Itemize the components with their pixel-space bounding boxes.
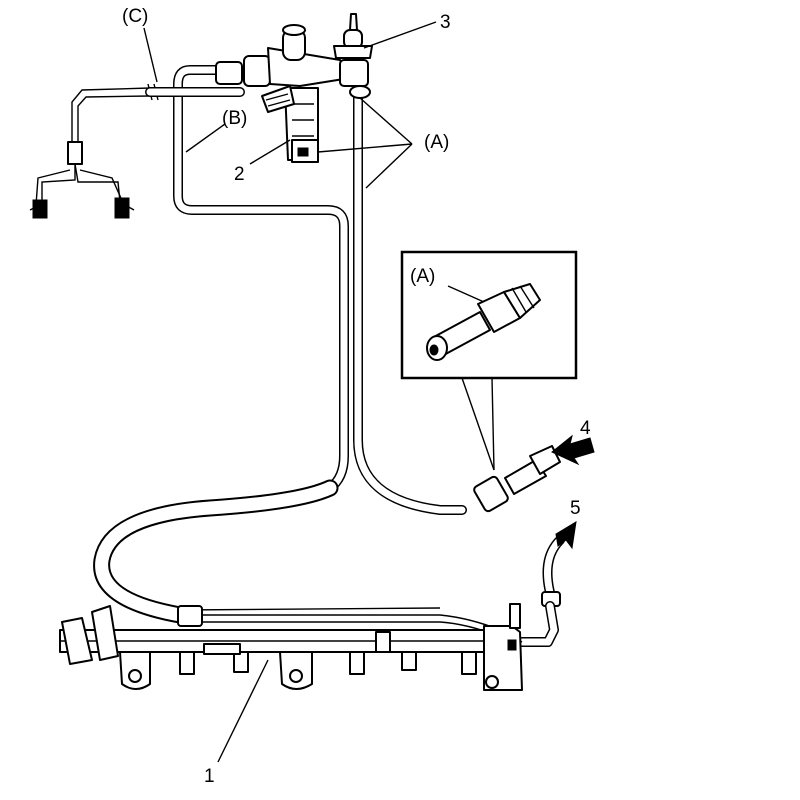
label-c: (C) (122, 6, 148, 27)
feed-hose (93, 479, 339, 624)
wiring-harness (29, 83, 159, 219)
label-a-top: (A) (424, 132, 449, 153)
part-3-sensor (333, 13, 373, 99)
leader-2 (249, 139, 291, 165)
label-3: 3 (440, 12, 451, 33)
label-4: 4 (580, 418, 591, 439)
label-2: 2 (234, 164, 245, 185)
leader-a-1 (359, 97, 413, 145)
upper-fuel-pipes (145, 65, 467, 515)
return-fitting (473, 445, 561, 513)
detail-inset (400, 250, 578, 471)
leader-1 (217, 659, 269, 763)
callout-labels: (C) (B) (A) 2 3 (A) 4 5 1 (122, 6, 591, 787)
label-5: 5 (570, 498, 581, 519)
leader-a-2 (317, 143, 413, 153)
leader-lines (143, 21, 485, 763)
arrow-4 (551, 434, 595, 466)
label-1: 1 (204, 766, 215, 787)
fuel-rail-assembly (59, 603, 523, 691)
label-a-inset: (A) (410, 266, 435, 287)
solenoid-valve-assembly (215, 24, 351, 163)
leader-a-inset (447, 285, 485, 303)
label-b: (B) (222, 108, 247, 129)
leader-c (143, 27, 158, 83)
leader-3 (363, 21, 437, 49)
leader-b (185, 123, 226, 153)
leader-a-3 (365, 143, 413, 189)
arrow-5-and-pipe (517, 521, 577, 647)
